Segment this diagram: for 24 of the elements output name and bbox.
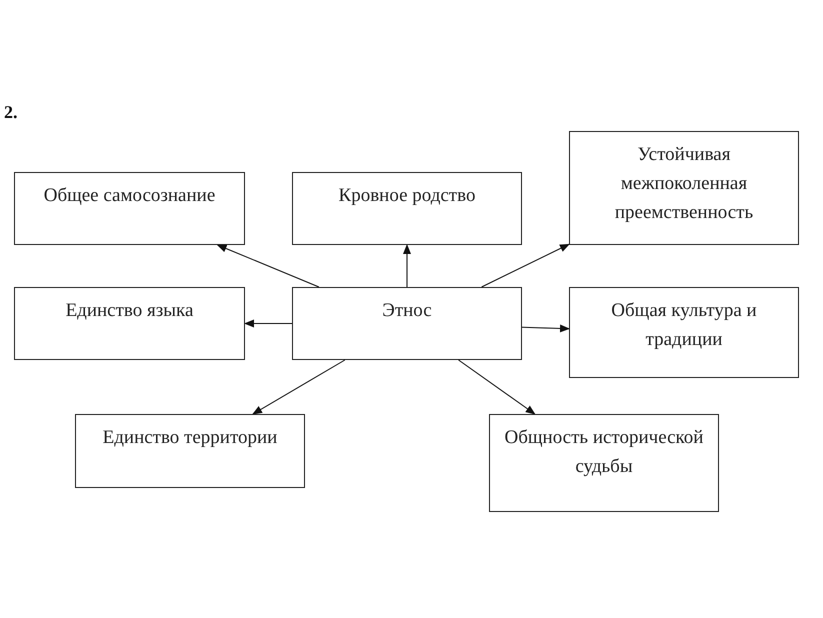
arrow: [458, 360, 536, 415]
concept-box: [14, 172, 245, 245]
concept-box: [75, 414, 305, 488]
box-text: Общая культура и традиции: [610, 299, 758, 352]
task-number: 2.: [4, 102, 18, 123]
arrow: [522, 324, 570, 332]
concept-box: [569, 131, 799, 245]
box-text: Единство языка: [66, 299, 194, 323]
concept-box: [14, 287, 245, 360]
concept-box: [292, 287, 522, 360]
concept-box: [292, 172, 522, 245]
box-text: Устойчивая межпоколенная преемственность: [614, 143, 754, 225]
box-text: Общность исторической судьбы: [504, 426, 704, 479]
box-text: Кровное родство: [338, 184, 476, 208]
arrow: [216, 244, 320, 288]
concept-box: [569, 287, 799, 378]
arrow: [252, 360, 346, 414]
box-text: Этнос: [382, 299, 432, 323]
concept-box: [489, 414, 719, 512]
box-text: Единство территории: [102, 426, 278, 450]
arrow: [481, 244, 570, 288]
arrow: [244, 320, 292, 328]
box-text: Общее самосознание: [44, 184, 216, 208]
arrow: [403, 244, 411, 288]
